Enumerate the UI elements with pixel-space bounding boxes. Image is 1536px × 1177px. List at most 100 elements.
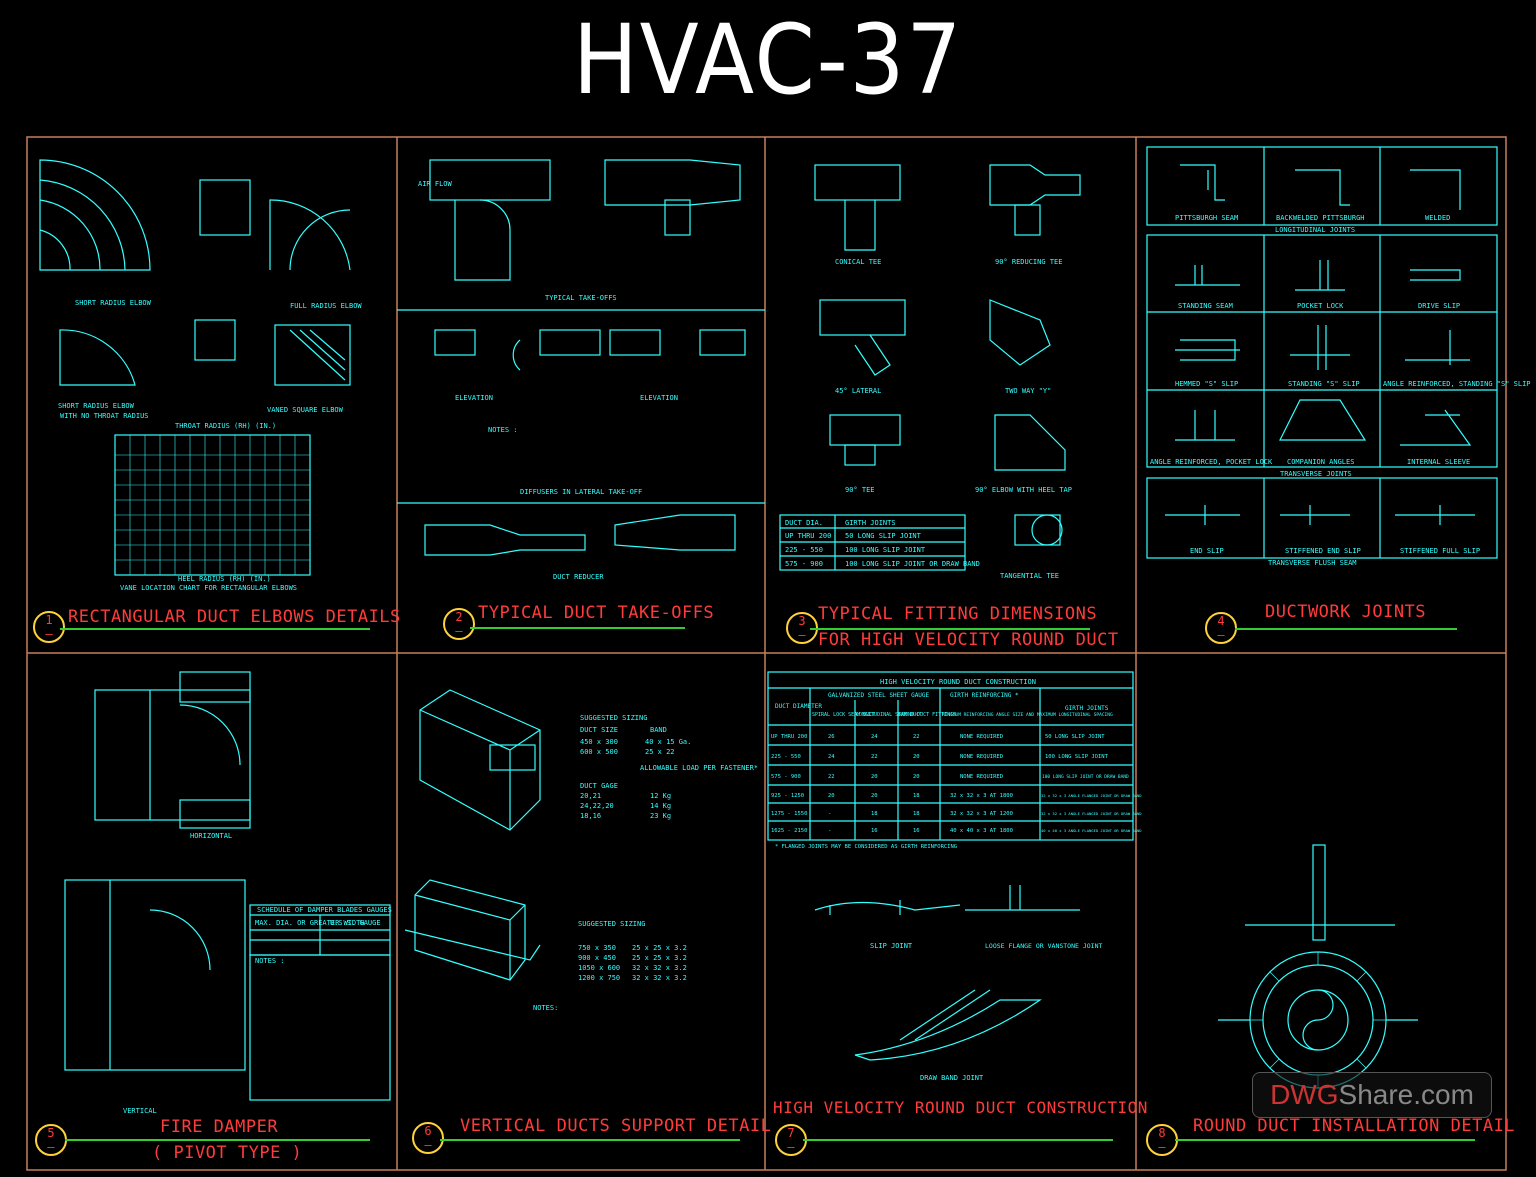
p7-r4c5: 32 x 32 x 3 ANGLE FLANGED JOINT OR DRAW … xyxy=(1041,811,1142,816)
panel-2-marker: 2— xyxy=(443,608,475,640)
panel-3-title: TYPICAL FITTING DIMENSIONS xyxy=(818,604,1098,624)
p6-g-r2c1: 23 Kg xyxy=(650,812,671,820)
p7-r1c4: NONE REQUIRED xyxy=(960,754,1003,760)
panel-7-title: HIGH VELOCITY ROUND DUCT CONSTRUCTION xyxy=(773,1098,1148,1117)
p7-r3c4: 32 x 32 x 3 AT 1800 xyxy=(950,793,1013,799)
p6-s2-r2c0: 1050 x 600 xyxy=(578,964,620,972)
panel-8-underline xyxy=(1175,1139,1475,1141)
p4-joint-10: COMPANION ANGLES xyxy=(1287,458,1354,466)
p6-s2-r0c1: 25 x 25 x 3.2 xyxy=(632,944,687,952)
p4-group-1: LONGITUDINAL JOINTS xyxy=(1275,226,1355,234)
vane-chart-grid xyxy=(115,435,310,575)
panel-1-marker: 1— xyxy=(33,611,65,643)
p1-caption-3b: WITH NO THROAT RADIUS xyxy=(60,412,149,420)
p6-sh-1: BAND xyxy=(650,726,667,734)
panel-5-underline xyxy=(65,1139,370,1141)
p7-r1c2: 22 xyxy=(871,754,878,760)
p2-caption-2: ELEVATION xyxy=(455,394,493,402)
p4-joint-9: ANGLE REINFORCED, POCKET LOCK xyxy=(1150,458,1273,466)
p6-s2-r3c0: 1200 x 750 xyxy=(578,974,620,982)
p7-caption-1: SLIP JOINT xyxy=(870,942,913,950)
panel-6-title: VERTICAL DUCTS SUPPORT DETAIL xyxy=(460,1116,772,1136)
p5-schedule-h0: MAX. DIA. OR GREATER WIDTH xyxy=(255,919,365,927)
p7-caption-3: DRAW BAND JOINT xyxy=(920,1074,984,1082)
p7-h0: DUCT DIAMETER xyxy=(775,703,822,710)
p7-h4: MINIMUM REINFORCING ANGLE SIZE AND MAXIM… xyxy=(942,712,1113,718)
watermark: DWGShare.com xyxy=(1252,1072,1492,1118)
p4-joint-3: STANDING SEAM xyxy=(1178,302,1233,310)
p4-joint-1: BACKWELDED PITTSBURGH xyxy=(1276,214,1365,222)
p7-r5c4: 40 x 40 x 3 AT 1800 xyxy=(950,828,1013,834)
p7-r3c5: 32 x 32 x 3 ANGLE FLANGED JOINT OR DRAW … xyxy=(1041,793,1142,798)
p7-r0c2: 24 xyxy=(871,734,878,740)
p3-fitting-3: 45° LATERAL xyxy=(835,387,881,395)
p7-r5c2: 16 xyxy=(871,828,878,834)
p2-caption-1: TYPICAL TAKE-OFFS xyxy=(545,294,617,302)
p3-fitting-7: TANGENTIAL TEE xyxy=(1000,572,1059,580)
p6-g-r1c0: 24,22,20 xyxy=(580,802,614,810)
sheet-title: HVAC-37 xyxy=(572,4,964,116)
panel-4-title: DUCTWORK JOINTS xyxy=(1265,602,1427,622)
panel1-drawings xyxy=(39,159,351,576)
p1-caption-4: VANED SQUARE ELBOW xyxy=(267,406,344,414)
panel-5-title-2: ( PIVOT TYPE ) xyxy=(152,1143,303,1163)
p7-r2c3: 20 xyxy=(913,774,920,780)
panel-4-underline xyxy=(1235,628,1457,630)
p7-r2c0: 575 - 900 xyxy=(771,774,801,780)
p7-r2c1: 22 xyxy=(828,774,835,780)
p7-r1c5: 100 LONG SLIP JOINT xyxy=(1045,754,1109,760)
p5-caption-2: VERTICAL xyxy=(123,1107,157,1115)
p7-r4c0: 1275 - 1550 xyxy=(771,811,807,817)
panel5-drawings xyxy=(64,671,391,1101)
watermark-brand-b: Share.com xyxy=(1338,1079,1474,1110)
watermark-brand-a: DWG xyxy=(1270,1079,1339,1110)
p6-s2-r1c0: 900 x 450 xyxy=(578,954,616,962)
p6-sizing-1: SUGGESTED SIZING xyxy=(580,714,647,722)
p4-joint-14: STIFFENED FULL SLIP xyxy=(1400,547,1480,555)
panel-2-underline xyxy=(470,627,685,629)
panel-3-underline xyxy=(810,628,1090,630)
p7-footnote: * FLANGED JOINTS MAY BE CONSIDERED AS GI… xyxy=(775,844,957,850)
panel-1-underline xyxy=(60,628,370,630)
p3-fitting-5: 90° TEE xyxy=(845,486,875,494)
p7-r2c5: 100 LONG SLIP JOINT OR DRAW BAND xyxy=(1042,774,1129,780)
p3-r0-c0: UP THRU 200 xyxy=(785,532,831,540)
p6-s-r0c0: 450 x 300 xyxy=(580,738,618,746)
p7-r1c0: 225 - 550 xyxy=(771,754,801,760)
p4-joint-5: DRIVE SLIP xyxy=(1418,302,1460,310)
p7-r0c1: 26 xyxy=(828,734,835,740)
p7-r3c1: 20 xyxy=(828,793,835,799)
p3-th-1: GIRTH JOINTS xyxy=(845,519,896,527)
p4-joint-13: STIFFENED END SLIP xyxy=(1285,547,1361,555)
panel3-drawings xyxy=(779,164,1081,571)
p7-r4c3: 18 xyxy=(913,811,920,817)
panel-5-marker: 5— xyxy=(35,1124,67,1156)
p2-caption-4: DIFFUSERS IN LATERAL TAKE-OFF xyxy=(520,488,642,496)
p7-r0c3: 22 xyxy=(913,734,920,740)
p6-notes: NOTES: xyxy=(533,1004,558,1012)
p7-r1c1: 24 xyxy=(828,754,835,760)
panel-6-underline xyxy=(440,1139,740,1141)
sheet-frame xyxy=(26,136,1507,1171)
p1-caption-1: SHORT RADIUS ELBOW xyxy=(75,299,152,307)
p4-joint-7: STANDING "S" SLIP xyxy=(1288,380,1360,388)
p7-h5: GIRTH JOINTS xyxy=(1065,705,1109,712)
p6-g-r0c1: 12 Kg xyxy=(650,792,671,800)
panel6-drawings xyxy=(404,689,541,981)
p6-s2-r3c1: 32 x 32 x 3.2 xyxy=(632,974,687,982)
p1-caption-2: FULL RADIUS ELBOW xyxy=(290,302,362,310)
p6-g-r2c0: 18,16 xyxy=(580,812,601,820)
p4-joint-2: WELDED xyxy=(1425,214,1450,222)
p3-r2-c0: 575 - 900 xyxy=(785,560,823,568)
p7-r3c2: 20 xyxy=(871,793,878,799)
p1-caption-3: SHORT RADIUS ELBOW xyxy=(58,402,135,410)
p7-r4c4: 32 x 32 x 3 AT 1200 xyxy=(950,811,1013,817)
p5-notes: NOTES : xyxy=(255,957,285,965)
panel4-drawings xyxy=(1146,146,1498,559)
p1-chart-top: THROAT RADIUS (RH) (IN.) xyxy=(175,422,276,430)
p6-sizing-2: SUGGESTED SIZING xyxy=(578,920,645,928)
panel2-drawings xyxy=(397,159,765,556)
p7-r5c1: - xyxy=(828,828,831,834)
p4-joint-11: INTERNAL SLEEVE xyxy=(1407,458,1470,466)
p7-r5c5: 40 x 40 x 3 ANGLE FLANGED JOINT OR DRAW … xyxy=(1041,828,1142,833)
